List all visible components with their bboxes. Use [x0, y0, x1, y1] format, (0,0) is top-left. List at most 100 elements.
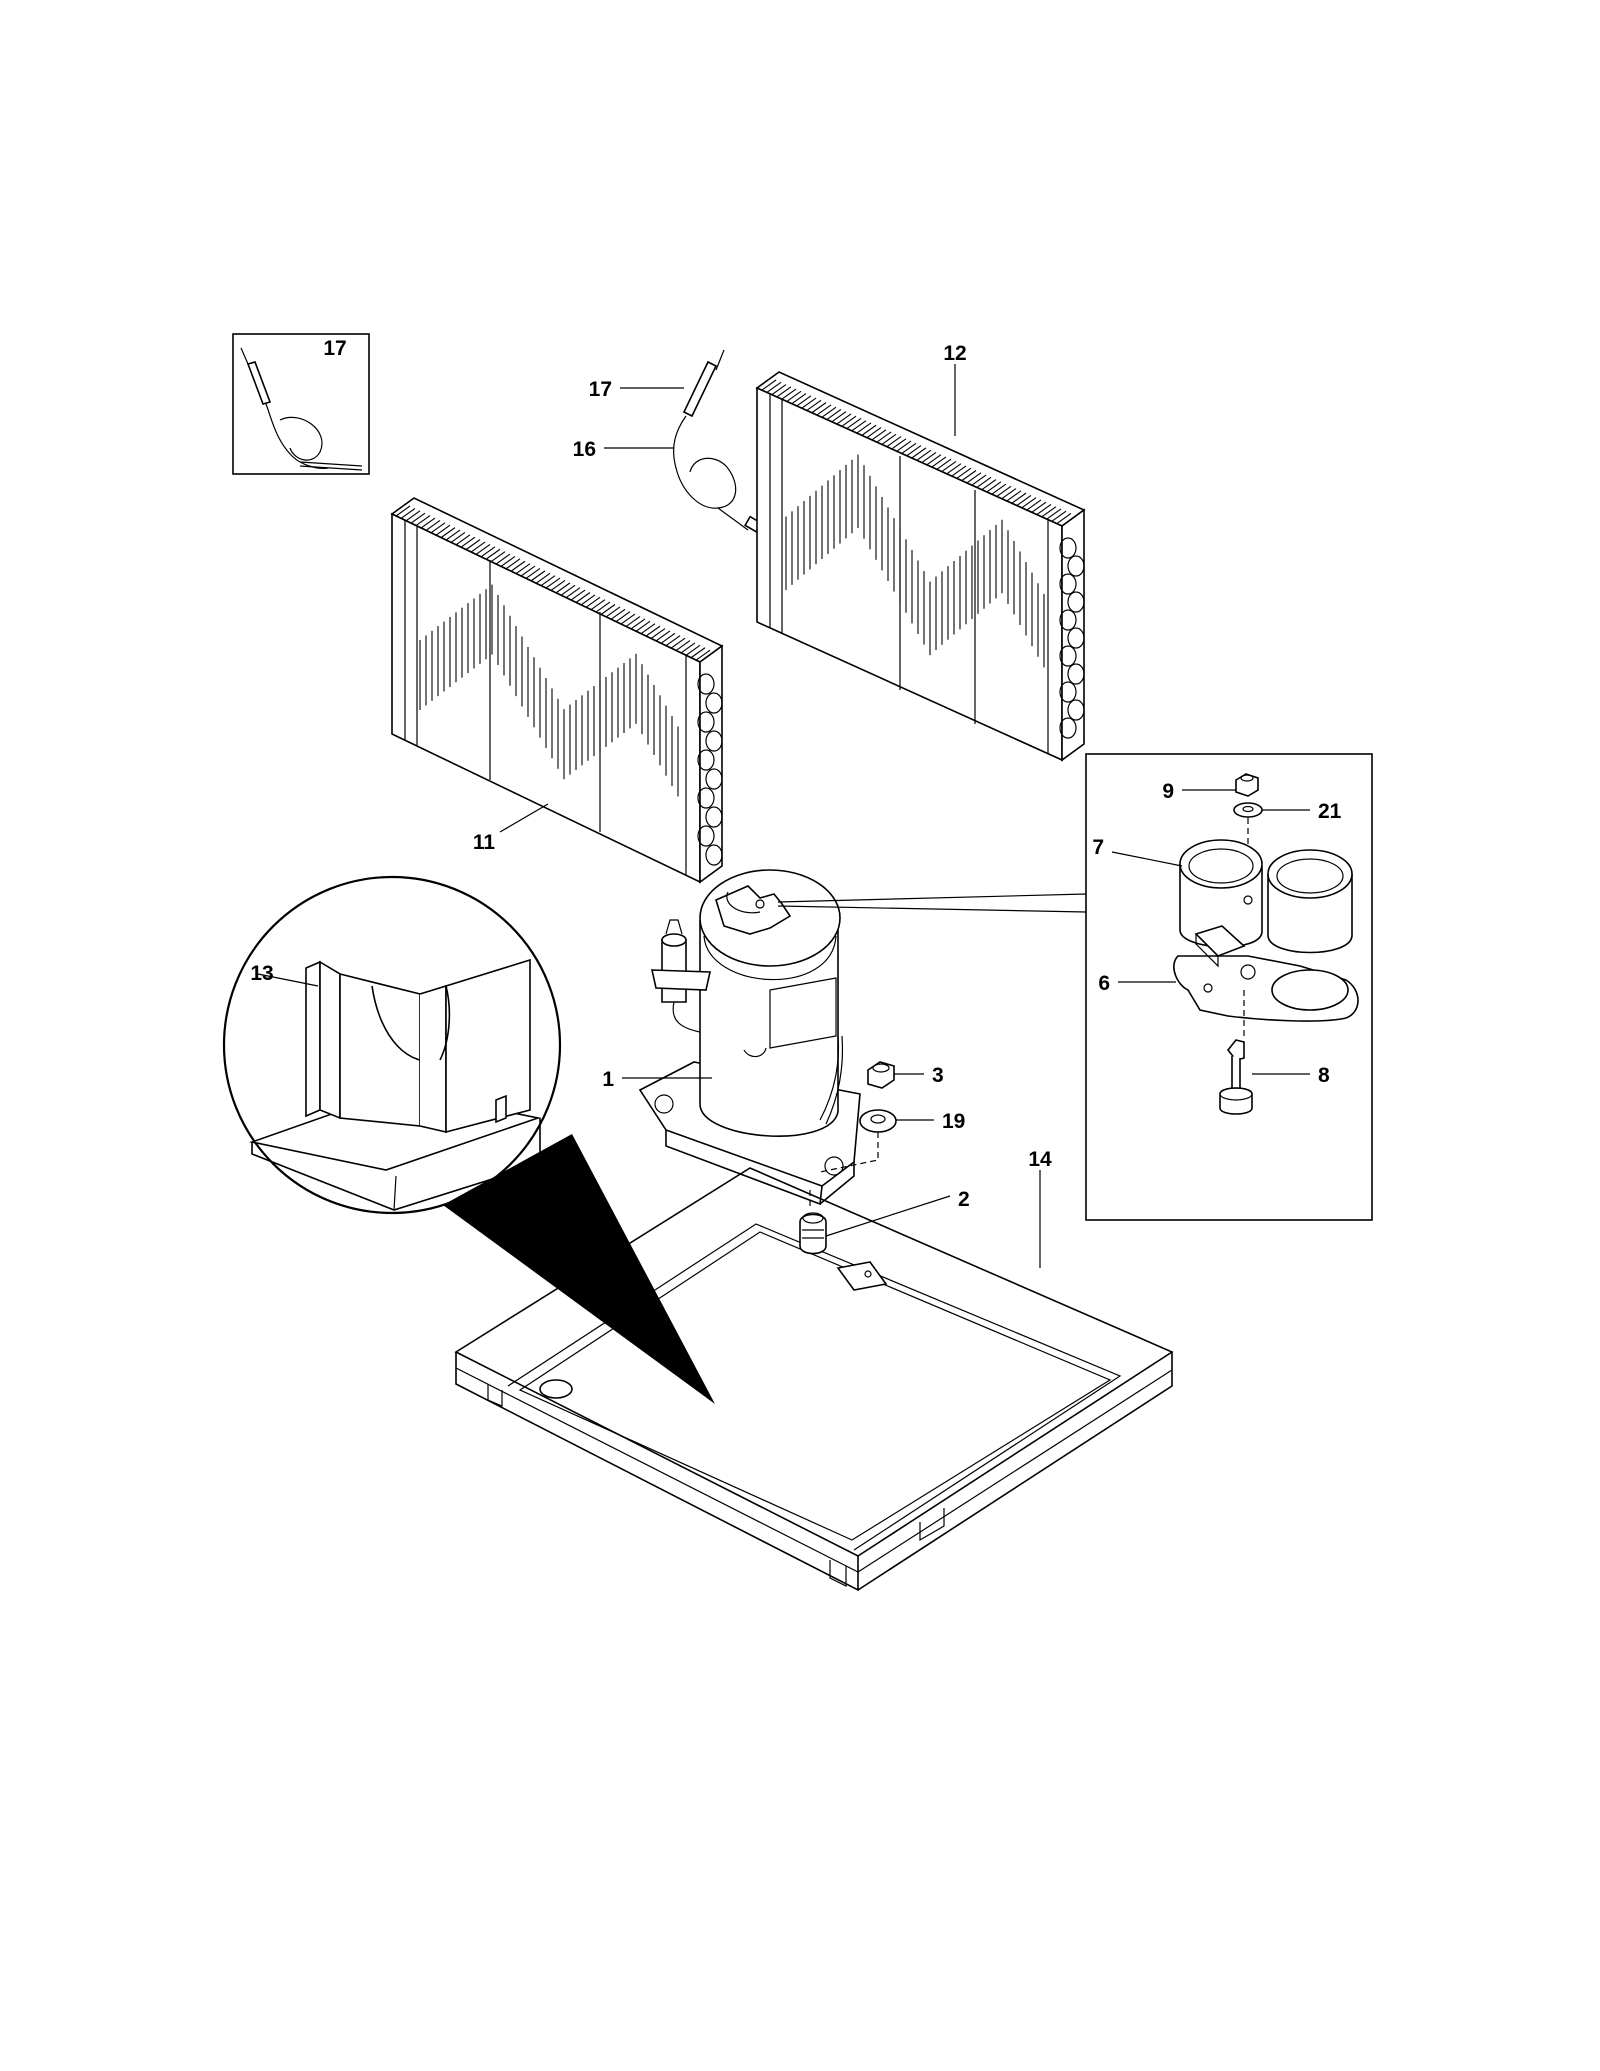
fin-line — [936, 458, 952, 470]
fin-line — [986, 481, 1002, 493]
label-16: 16 — [573, 438, 596, 461]
fin-line — [801, 397, 817, 409]
fin-line — [961, 470, 977, 481]
fin-line — [550, 580, 566, 591]
fin-line — [495, 553, 511, 565]
fin-line — [956, 467, 972, 479]
tube-end — [1059, 681, 1077, 703]
tube-end — [1067, 591, 1085, 613]
fin-line — [901, 442, 917, 454]
fin-line — [595, 601, 611, 613]
fin-line — [786, 390, 802, 402]
fin-line — [660, 632, 676, 644]
fin-line — [881, 433, 897, 445]
fin-line — [891, 438, 907, 450]
fin-line — [530, 570, 546, 582]
fin-line — [821, 406, 837, 418]
fin-line — [906, 445, 922, 457]
fin-line — [846, 418, 862, 429]
fin-line — [480, 546, 496, 558]
fin-line — [640, 623, 656, 635]
tube-end — [1059, 645, 1077, 667]
fin-line — [931, 456, 947, 468]
tube-end — [1067, 699, 1085, 721]
fin-line — [951, 465, 967, 477]
tube-end — [705, 768, 723, 790]
fin-line — [510, 560, 526, 572]
fin-line — [811, 402, 827, 414]
fin-line — [485, 548, 501, 560]
fin-line — [565, 587, 581, 599]
fin-line — [535, 572, 551, 584]
fin-line — [946, 463, 962, 475]
fin-line — [896, 440, 912, 452]
tube-end — [697, 673, 715, 695]
fin-line — [796, 395, 812, 407]
tube-end — [697, 749, 715, 771]
tube-end — [1067, 627, 1085, 649]
fin-line — [620, 613, 636, 625]
fin-line — [921, 451, 937, 463]
label-19: 19 — [942, 1110, 965, 1133]
tube-end — [1067, 663, 1085, 685]
fin-line — [505, 558, 521, 570]
fin-line — [625, 616, 641, 627]
fin-line — [1041, 506, 1057, 518]
fin-line — [856, 422, 872, 434]
label-9: 9 — [1162, 780, 1174, 803]
fin-line — [1026, 499, 1042, 511]
fin-line — [1046, 508, 1062, 520]
fin-line — [1031, 501, 1047, 513]
fin-line — [460, 536, 476, 548]
label-14: 14 — [1028, 1148, 1052, 1171]
fin-line — [400, 507, 416, 519]
fin-line — [555, 582, 571, 594]
fin-line — [445, 529, 461, 541]
fin-line — [520, 565, 536, 577]
fin-line — [916, 449, 932, 461]
fin-line — [435, 524, 451, 536]
fin-line — [610, 608, 626, 620]
fin-line — [761, 379, 777, 391]
fin-line — [981, 479, 997, 490]
fin-line — [680, 642, 696, 654]
fin-line — [475, 543, 491, 555]
fin-line — [455, 534, 471, 546]
fin-line — [605, 606, 621, 618]
tube-end — [705, 844, 723, 866]
fin-line — [836, 413, 852, 425]
fin-line — [971, 474, 987, 486]
fin-line — [806, 399, 822, 411]
fin-line — [585, 596, 601, 608]
fin-line — [871, 429, 887, 441]
fin-line — [525, 568, 541, 579]
tube-end — [1059, 609, 1077, 631]
fin-line — [826, 408, 842, 420]
fin-line — [926, 454, 942, 466]
fin-line — [851, 420, 867, 432]
label-21: 21 — [1318, 800, 1342, 823]
label-2: 2 — [958, 1188, 970, 1211]
tube-end — [705, 806, 723, 828]
fin-line — [560, 584, 576, 596]
label-12: 12 — [943, 342, 966, 365]
fin-line — [1016, 494, 1032, 506]
fin-line — [515, 563, 531, 575]
tube-end — [1059, 573, 1077, 595]
inset-label-17: 17 — [323, 337, 346, 360]
tube-end — [1067, 555, 1085, 577]
fin-line — [405, 510, 421, 522]
fin-line — [876, 431, 892, 443]
fin-line — [655, 630, 671, 642]
fin-line — [465, 539, 481, 551]
label-11: 11 — [473, 831, 496, 854]
sensor-assembly: 17 16 — [573, 349, 772, 539]
tube-end — [1059, 537, 1077, 559]
fin-line — [685, 644, 701, 656]
detail-callout-13: 13 — [222, 875, 715, 1404]
fin-line — [841, 415, 857, 427]
fin-line — [490, 551, 506, 563]
fin-line — [630, 618, 646, 630]
fin-line — [545, 577, 561, 589]
fin-line — [1001, 488, 1017, 500]
